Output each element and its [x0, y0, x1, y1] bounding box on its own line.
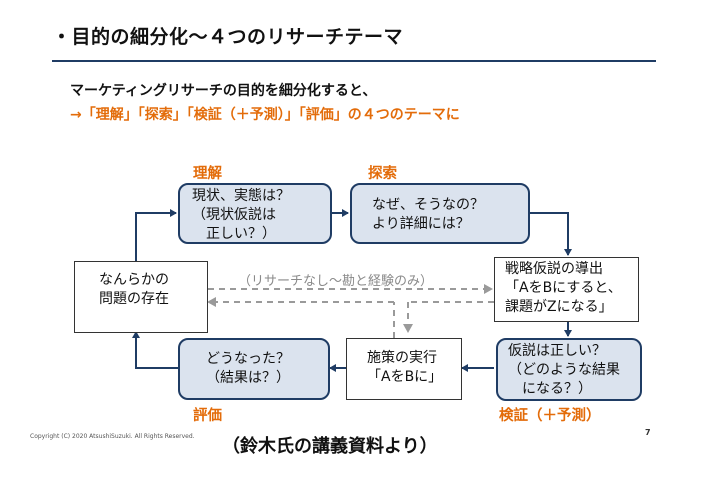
label-understanding: 理解: [193, 166, 222, 182]
box-exploration-line2: より詳細には？: [372, 216, 470, 232]
box-result: どうなった？ （結果は？）: [178, 338, 330, 400]
box-exploration: なぜ、そうなの？ より詳細には？: [350, 183, 530, 244]
box-hypothesis-line2: （どのような結果: [508, 362, 620, 378]
box-understanding-line2: （現状仮説は: [192, 207, 276, 223]
label-verification: 検証（＋予測）: [499, 408, 601, 424]
box-hypothesis-line3: になる？）: [508, 381, 592, 397]
dashed-path-note: （リサーチなし～勘と経験のみ）: [238, 274, 434, 289]
box-hypothesis-line1: 仮説は正しい？: [508, 343, 606, 359]
label-exploration: 探索: [368, 166, 397, 182]
label-evaluation: 評価: [193, 408, 222, 424]
box-problem-line2: 問題の存在: [99, 291, 169, 307]
box-result-line1: どうなった？: [206, 351, 290, 367]
page-title: ・目的の細分化～４つのリサーチテーマ: [52, 26, 404, 48]
source-credit: （鈴木氏の講義資料より）: [222, 436, 438, 457]
arrow-exploration-to-strategy: [530, 212, 572, 256]
arrow-problem-to-understanding: [135, 209, 177, 261]
subtitle-line2: →「理解」「探索」「検証（＋予測）」「評価」の４つのテーマに: [70, 107, 460, 123]
title-divider: [52, 60, 656, 62]
box-problem: なんらかの 問題の存在: [74, 261, 208, 333]
box-strategy-line3: 課題がZになる」: [505, 299, 613, 315]
subtitle-line1: マーケティングリサーチの目的を細分化すると、: [70, 83, 377, 99]
box-result-line2: （結果は？）: [206, 370, 290, 386]
box-understanding-line3: 正しい？）: [192, 226, 276, 242]
arrow-result-to-problem: [132, 331, 178, 369]
box-action-line1: 施策の実行: [367, 350, 437, 366]
box-understanding: 現状、実態は？ （現状仮説は 正しい？）: [178, 183, 332, 244]
box-action-line2: 「AをBに」: [367, 369, 443, 385]
box-exploration-line1: なぜ、そうなの？: [372, 197, 484, 213]
box-strategy: 戦略仮説の導出 「AをBにすると、 課題がZになる」: [494, 257, 639, 322]
page-number: 7: [645, 428, 651, 437]
box-strategy-line2: 「AをBにすると、: [505, 280, 622, 296]
box-hypothesis: 仮説は正しい？ （どのような結果 になる？）: [496, 338, 642, 401]
box-action: 施策の実行 「AをBに」: [346, 338, 462, 400]
box-strategy-line1: 戦略仮説の導出: [505, 261, 603, 277]
box-understanding-line1: 現状、実態は？: [192, 188, 290, 204]
box-problem-line1: なんらかの: [99, 272, 169, 288]
copyright-notice: Copyright (C) 2020 AtsushiSuzuki. All Ri…: [30, 433, 195, 440]
